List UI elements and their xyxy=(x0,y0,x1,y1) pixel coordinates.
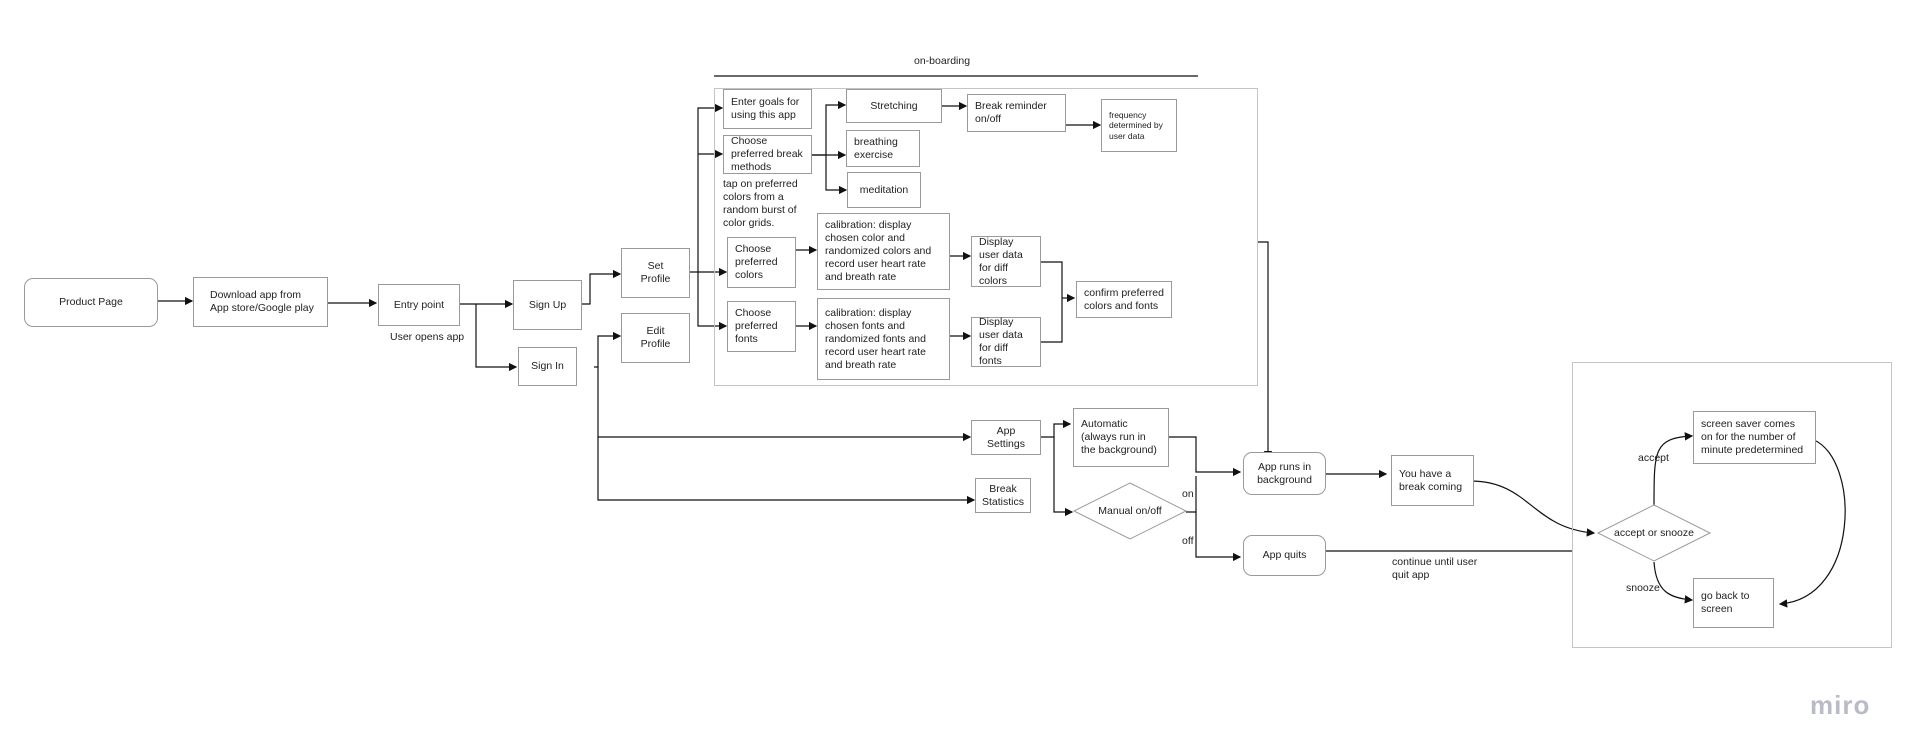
edge-entry-signin xyxy=(475,304,518,372)
screen-saver-text: screen saver comes on for the number of … xyxy=(1701,418,1804,456)
user-opens-app-label: User opens app xyxy=(390,331,465,343)
edge-screensaver-goback xyxy=(1778,439,1846,608)
sign-in-node[interactable]: Sign In xyxy=(518,347,577,386)
enter-goals-node[interactable]: Enter goals for using this app xyxy=(723,89,812,129)
break-reminder-node[interactable]: Break reminder on/off xyxy=(967,94,1066,132)
on-label: on xyxy=(1182,488,1194,500)
display-fonts-text: Display user data for diff fonts xyxy=(979,316,1023,367)
accept-snooze-diamond xyxy=(1596,504,1712,562)
edge-signin-breakstats xyxy=(597,437,976,505)
breathing-text: breathing exercise xyxy=(854,135,898,161)
snooze-label: snooze xyxy=(1626,582,1660,594)
sign-in-text: Sign In xyxy=(531,360,564,372)
edge-signup-setprofile xyxy=(582,269,622,305)
edge-automatic-runs xyxy=(1168,436,1242,477)
go-back-node[interactable]: go back to screen xyxy=(1693,578,1774,628)
calibration-fonts-node[interactable]: calibration: display chosen fonts and ra… xyxy=(817,298,950,380)
breathing-node[interactable]: breathing exercise xyxy=(846,130,920,167)
break-statistics-text: Break Statistics xyxy=(981,482,1024,508)
meditation-node[interactable]: meditation xyxy=(847,172,921,208)
edge-display-confirm xyxy=(1040,261,1063,343)
meditation-text: meditation xyxy=(859,183,909,196)
break-statistics-node[interactable]: Break Statistics xyxy=(975,478,1031,513)
set-profile-text: Set Profile xyxy=(640,260,671,285)
break-region xyxy=(1572,362,1892,648)
confirm-node[interactable]: confirm preferred colors and fonts xyxy=(1076,281,1172,318)
frequency-node[interactable]: frequency determined by user data xyxy=(1101,99,1177,152)
go-back-text: go back to screen xyxy=(1701,590,1750,615)
break-methods-node[interactable]: Choose preferred break methods xyxy=(723,135,812,174)
confirm-text: confirm preferred colors and fonts xyxy=(1084,286,1164,312)
edge-onboarding-runs xyxy=(1258,241,1273,460)
break-coming-text: You have a break coming xyxy=(1399,467,1463,493)
frequency-text: frequency determined by user data xyxy=(1109,109,1163,141)
edge-setprofile-fonts xyxy=(697,272,728,331)
choose-fonts-node[interactable]: Choose preferred fonts xyxy=(727,301,796,352)
choose-colors-text: Choose preferred colors xyxy=(735,243,778,281)
calibration-colors-text: calibration: display chosen color and ra… xyxy=(825,219,932,283)
app-settings-text: App Settings xyxy=(987,424,1025,450)
off-label: off xyxy=(1182,535,1194,547)
tap-colors-note: tap on preferred colors from a random bu… xyxy=(723,178,798,229)
display-colors-node[interactable]: Display user data for diff colors xyxy=(971,236,1041,287)
manual-diamond xyxy=(1072,482,1188,540)
choose-colors-node[interactable]: Choose preferred colors xyxy=(727,237,796,288)
entry-point-text: Entry point xyxy=(393,298,445,311)
edge-break-accept xyxy=(1471,480,1596,537)
edit-profile-text: Edit Profile xyxy=(640,325,671,350)
download-app-node[interactable]: Download app from App store/Google play xyxy=(193,277,328,327)
continue-until-label: continue until user quit app xyxy=(1392,556,1478,581)
edit-profile-node[interactable]: Edit Profile xyxy=(621,313,690,363)
app-settings-node[interactable]: App Settings xyxy=(971,420,1041,455)
edge-accept-screensaver xyxy=(1653,432,1694,507)
edge-setprofile-goals xyxy=(690,103,724,273)
entry-point-node[interactable]: Entry point xyxy=(378,284,460,326)
stretching-text: Stretching xyxy=(870,99,918,112)
accept-label: accept xyxy=(1638,452,1669,464)
product-page-text: Product Page xyxy=(59,296,123,308)
calibration-colors-node[interactable]: calibration: display chosen color and ra… xyxy=(817,213,950,290)
break-methods-text: Choose preferred break methods xyxy=(731,135,803,173)
sign-up-node[interactable]: Sign Up xyxy=(513,280,582,330)
onboarding-label: on-boarding xyxy=(914,55,971,67)
screen-saver-node[interactable]: screen saver comes on for the number of … xyxy=(1693,411,1816,464)
set-profile-node[interactable]: Set Profile xyxy=(621,248,690,298)
download-app-text: Download app from App store/Google play xyxy=(210,289,314,314)
automatic-node[interactable]: Automatic (always run in the background) xyxy=(1073,408,1169,467)
edge-settings-automatic xyxy=(1040,419,1072,438)
app-runs-node[interactable]: App runs in background xyxy=(1243,452,1326,495)
edge-breakmethods-meditation xyxy=(825,155,848,195)
accept-snooze-label[interactable]: accept or snooze xyxy=(1614,527,1694,539)
edge-snooze-goback xyxy=(1653,561,1694,604)
app-quits-node[interactable]: App quits xyxy=(1243,535,1326,576)
edge-signin-editprofile xyxy=(594,331,622,368)
edge-settings-manual xyxy=(1053,437,1074,517)
break-reminder-text: Break reminder on/off xyxy=(975,100,1047,125)
enter-goals-text: Enter goals for using this app xyxy=(731,96,800,121)
calibration-fonts-text: calibration: display chosen fonts and ra… xyxy=(825,306,926,371)
stretching-node[interactable]: Stretching xyxy=(846,89,942,123)
app-quits-text: App quits xyxy=(1262,549,1307,561)
miro-logo: miro xyxy=(1810,690,1871,720)
display-fonts-node[interactable]: Display user data for diff fonts xyxy=(971,316,1041,367)
choose-fonts-text: Choose preferred fonts xyxy=(735,307,778,345)
onboarding-region xyxy=(714,88,1258,386)
product-page-node[interactable]: Product Page xyxy=(24,278,158,327)
automatic-text: Automatic (always run in the background) xyxy=(1081,418,1157,456)
manual-label[interactable]: Manual on/off xyxy=(1098,505,1162,517)
sign-up-text: Sign Up xyxy=(528,298,567,311)
app-runs-text: App runs in background xyxy=(1257,460,1312,486)
display-colors-text: Display user data for diff colors xyxy=(979,235,1023,287)
edge-manual-off xyxy=(1195,512,1242,562)
break-coming-node[interactable]: You have a break coming xyxy=(1391,455,1474,506)
